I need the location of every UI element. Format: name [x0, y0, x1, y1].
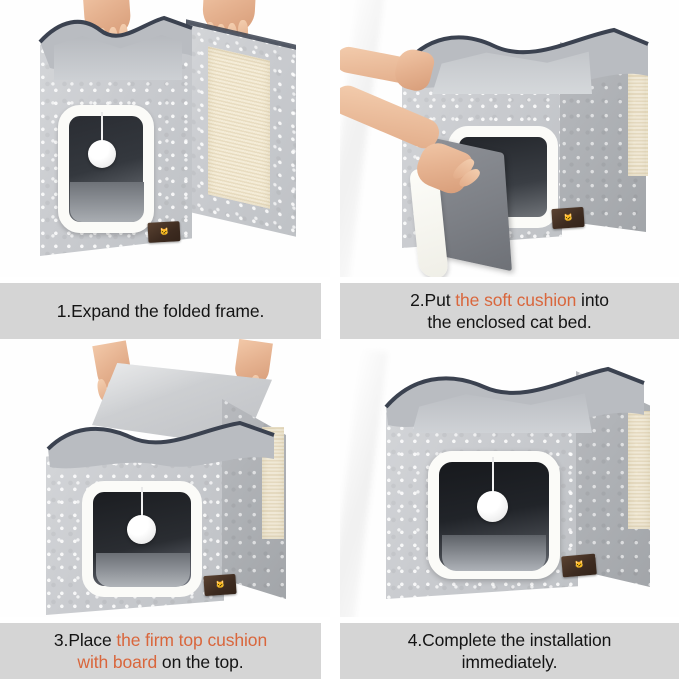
step-panel-2: 🐱 2.Put the soft cushion into the enclos… [330, 0, 679, 339]
step-2-highlight: the soft cushion [455, 289, 577, 310]
step-3-tail: on the top. [157, 652, 244, 672]
pompom-toy [88, 140, 116, 168]
step-1-photo: 🐱 [0, 0, 330, 277]
cube-top-rim [44, 415, 278, 477]
studio-shadow [340, 0, 388, 277]
pompom-toy [127, 515, 156, 544]
step-4-caption: 4.Complete the installation immediately. [340, 623, 679, 679]
step-3-highlight-b: with board [77, 652, 158, 672]
step-3-caption: 3.Place the firm top cushion with board … [0, 623, 321, 679]
step-3-highlight-a: the firm top cushion [116, 629, 268, 650]
sisal-scratching-pad [628, 411, 650, 529]
pompom-string [101, 112, 103, 144]
step-2-photo: 🐱 [340, 0, 679, 277]
step-1-caption-text: 1.Expand the folded frame. [56, 300, 265, 321]
step-2-caption-text: 2.Put the soft cushion into the enclosed… [404, 289, 615, 334]
brand-tag: 🐱 [561, 553, 597, 578]
sisal-scratching-pad [208, 46, 270, 209]
cat-logo-icon: 🐱 [159, 228, 169, 236]
step-3-photo: 🐱 [0, 339, 330, 617]
rim-wave-shape [46, 420, 275, 469]
step-2-caption: 2.Put the soft cushion into the enclosed… [340, 283, 679, 339]
doorway-floor [442, 535, 546, 571]
sisal-scratching-pad [628, 70, 648, 176]
studio-shadow [340, 348, 388, 617]
step-3-lead: Place [68, 629, 117, 650]
pompom-string [141, 487, 143, 519]
cat-logo-icon: 🐱 [215, 581, 225, 589]
step-3-caption-text: 3.Place the firm top cushion with board … [48, 629, 273, 674]
sisal-flap [186, 21, 296, 237]
cat-logo-icon: 🐱 [574, 561, 584, 570]
step-4-photo: 🐱 [340, 339, 679, 617]
step-2-line1-prefix: 2. [410, 289, 425, 310]
step-3-number: 3. [53, 629, 69, 650]
step-2-line2: the enclosed cat bed. [427, 312, 592, 332]
step-panel-1: 🐱 1.Expand the folded frame. [0, 0, 330, 339]
brand-tag: 🐱 [203, 573, 237, 597]
step-4-line1: 4.Complete the installation [407, 629, 612, 650]
doorway-floor [70, 182, 144, 222]
step-4-caption-text: 4.Complete the installation immediately. [402, 629, 618, 674]
pompom-toy [477, 491, 508, 522]
doorway-floor [96, 553, 190, 587]
pompom-string [492, 457, 494, 495]
cat-logo-icon: 🐱 [563, 214, 573, 222]
step-panel-3: 🐱 3.Place the firm top cushion with boar… [0, 339, 330, 679]
step-2-line1-lead: Put [424, 289, 456, 310]
step-4-line2: immediately. [461, 652, 558, 672]
brand-tag: 🐱 [551, 206, 585, 230]
brand-tag: 🐱 [147, 221, 181, 243]
step-panel-4: 🐱 4.Complete the installation immediatel… [330, 339, 679, 679]
step-1-caption: 1.Expand the folded frame. [0, 283, 321, 339]
step-2-line1-tail: into [576, 289, 609, 310]
